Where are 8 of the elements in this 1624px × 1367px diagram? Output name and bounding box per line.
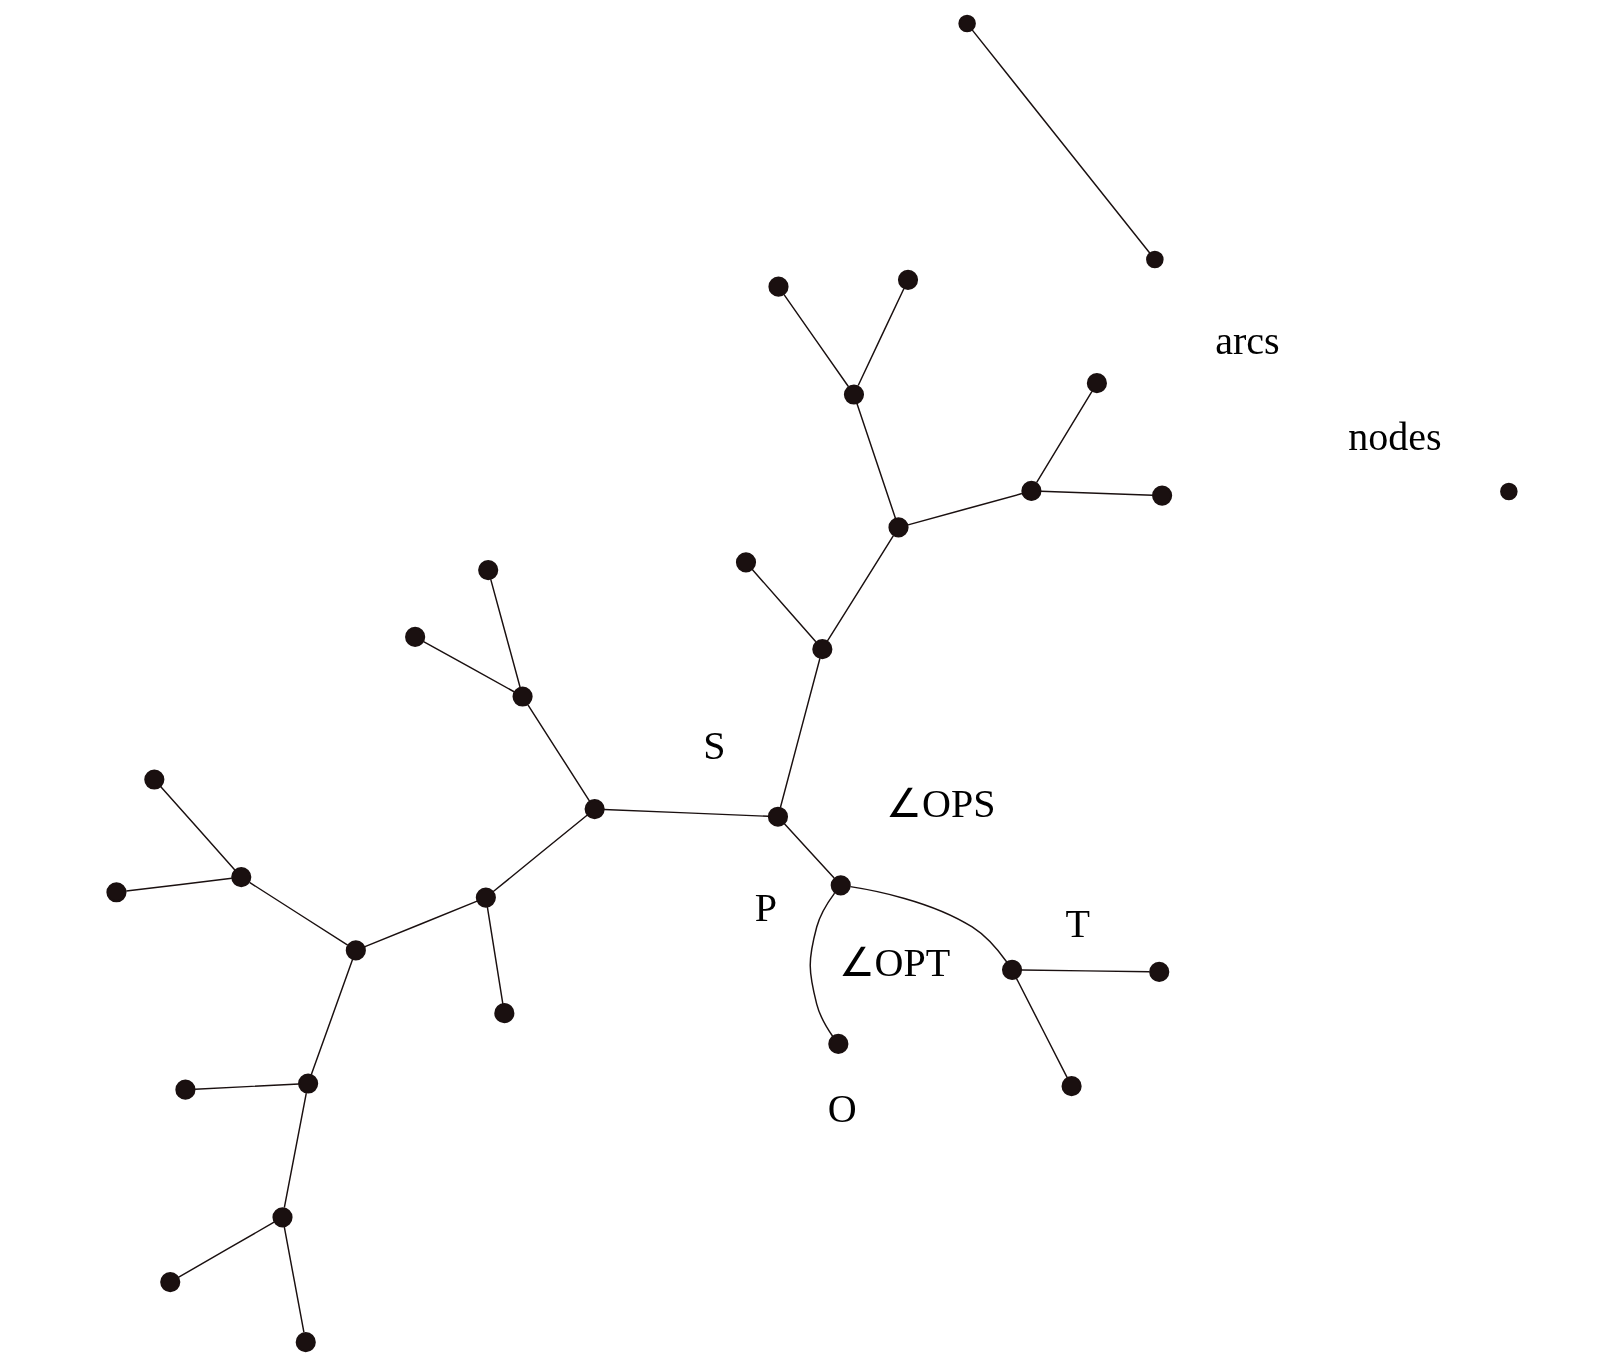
- node-label: P: [754, 884, 778, 930]
- node-label: O: [827, 1085, 857, 1131]
- legend-label: nodes: [1348, 413, 1442, 459]
- label: ∠OPT: [838, 939, 951, 985]
- node-label: T: [1065, 900, 1090, 946]
- legend-label: arcs: [1215, 318, 1280, 364]
- node-label: S: [703, 723, 726, 769]
- label: ∠OPS: [886, 781, 996, 827]
